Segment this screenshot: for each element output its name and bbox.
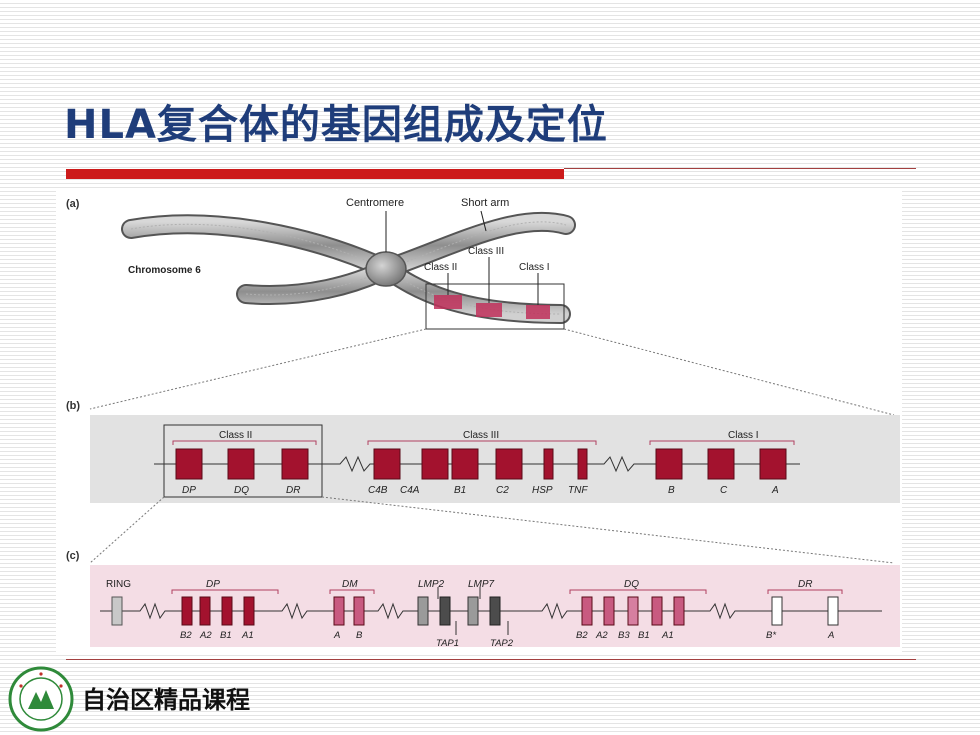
panel-c-bottom-label: A xyxy=(333,630,340,641)
panel-c-top-label-dr: DR xyxy=(798,579,812,590)
gene-box-hsp xyxy=(543,448,554,480)
gene-box-b xyxy=(655,448,683,480)
gene-label-c2: C2 xyxy=(496,485,509,496)
gene-box-dp xyxy=(175,448,203,480)
panel-c-top-label-dp: DP xyxy=(206,579,220,590)
panel-c-bottom-label: B1 xyxy=(220,630,232,641)
panel-c-bottom-label: B1 xyxy=(638,630,650,641)
panel-c-gene-box xyxy=(489,596,501,626)
panel-c-bottom-label: A1 xyxy=(661,630,674,641)
panel-c-bottom-label: B2 xyxy=(576,630,588,641)
footer-divider-line xyxy=(66,659,916,660)
panel-b-class-ii-label: Class II xyxy=(219,430,252,441)
gene-box-dr xyxy=(281,448,309,480)
panel-c-top-label-ring: RING xyxy=(106,579,131,590)
panel-b-gene-labels: DP DQ DR C4B C4A B1 C2 HSP TNF B C A xyxy=(182,485,779,496)
panel-a-class-ii-label: Class II xyxy=(424,262,457,273)
gene-box-c4b xyxy=(373,448,401,480)
slide-title: HLA复合体的基因组成及定位 xyxy=(64,102,608,148)
short-arm-label: Short arm xyxy=(461,197,509,209)
panel-a-class-i-label: Class I xyxy=(519,262,550,273)
panel-c-top-label-lmp2: LMP2 xyxy=(418,579,445,590)
panel-c-bottom-label: B2 xyxy=(180,630,192,641)
panel-c-gene-box xyxy=(417,596,429,626)
panel-c-top-label-lmp7: LMP7 xyxy=(468,579,495,590)
gene-box-c2 xyxy=(495,448,523,480)
panel-c-gene-box xyxy=(333,596,345,626)
footer-course-label: 自治区精品课程 xyxy=(82,686,250,714)
panel-c-gene-box xyxy=(467,596,479,626)
gene-label-c: C xyxy=(720,485,728,496)
gene-label-dr: DR xyxy=(286,485,300,496)
mhc-region-box xyxy=(425,283,565,330)
gene-box-dq xyxy=(227,448,255,480)
gene-label-hsp: HSP xyxy=(532,485,553,496)
panel-c-bottom-label: B xyxy=(356,630,363,641)
panel-c-genes xyxy=(111,596,839,626)
chromosome-6-shape xyxy=(121,211,576,324)
gene-label-a: A xyxy=(771,485,779,496)
panel-b-class-i-label: Class I xyxy=(728,430,759,441)
hla-gene-map-figure: (a) Centromere Short arm Chromosome 6 Cl… xyxy=(56,189,902,655)
gene-label-tnf: TNF xyxy=(568,485,588,496)
panel-c-bottom-label: TAP1 xyxy=(436,638,459,649)
hla-diagram: (a) Centromere Short arm Chromosome 6 Cl… xyxy=(66,197,900,649)
panel-c-gene-box xyxy=(353,596,365,626)
gene-box-b1 xyxy=(451,448,479,480)
panel-b-label: (b) xyxy=(66,400,80,412)
gene-box-a xyxy=(759,448,787,480)
panel-c-bottom-label: A xyxy=(827,630,834,641)
class-ii-zoom-box xyxy=(163,424,323,498)
panel-c-gene-box xyxy=(199,596,211,626)
panel-c-gene-box xyxy=(673,596,685,626)
panel-c-bottom-label: A1 xyxy=(241,630,254,641)
panel-c-gene-box xyxy=(439,596,451,626)
panel-c-gene-box xyxy=(581,596,593,626)
title-divider-line xyxy=(564,168,916,169)
gene-label-b1: B1 xyxy=(454,485,466,496)
panel-c-gene-box xyxy=(111,596,123,626)
gene-box-c xyxy=(707,448,735,480)
panel-c-top-label-dq: DQ xyxy=(624,579,639,590)
panel-c-bottom-labels: B2 A2 B1 A1 A B TAP1 TAP2 B2 A2 B3 B1 A1 B* A xyxy=(180,630,834,649)
panel-b-class-iii-label: Class III xyxy=(463,430,499,441)
gene-label-c4b: C4B xyxy=(368,485,388,496)
panel-c-gene-box xyxy=(603,596,615,626)
title-underline-bar xyxy=(66,169,564,179)
panel-c-bottom-label: A2 xyxy=(595,630,608,641)
panel-c-label: (c) xyxy=(66,550,80,562)
panel-c-top-labels: RING DP DM LMP2 LMP7 DQ DR xyxy=(106,579,812,590)
chromosome-6-label: Chromosome 6 xyxy=(128,265,201,276)
panel-c-bottom-label: B* xyxy=(766,630,776,641)
gene-label-b: B xyxy=(668,485,675,496)
gene-box-tnf xyxy=(577,448,588,480)
gene-box-c4a xyxy=(421,448,449,480)
university-seal-icon xyxy=(8,666,74,732)
panel-c-gene-box xyxy=(243,596,255,626)
panel-c-bottom-label: B3 xyxy=(618,630,630,641)
panel-c-gene-box xyxy=(221,596,233,626)
gene-label-dq: DQ xyxy=(234,485,249,496)
gene-label-dp: DP xyxy=(182,485,196,496)
panel-c-bottom-label: TAP2 xyxy=(490,638,514,649)
panel-c-gene-box xyxy=(181,596,193,626)
panel-b-genes xyxy=(175,448,787,480)
centromere-label: Centromere xyxy=(346,197,404,209)
panel-a-class-iii-label: Class III xyxy=(468,246,504,257)
panel-c-gene-box xyxy=(771,596,783,626)
panel-c-gene-box xyxy=(627,596,639,626)
panel-c-top-label-dm: DM xyxy=(342,579,358,590)
panel-c-bottom-label: A2 xyxy=(199,630,212,641)
panel-a-label: (a) xyxy=(66,198,80,210)
panel-c-gene-box xyxy=(827,596,839,626)
panel-c-gene-box xyxy=(651,596,663,626)
gene-label-c4a: C4A xyxy=(400,485,420,496)
